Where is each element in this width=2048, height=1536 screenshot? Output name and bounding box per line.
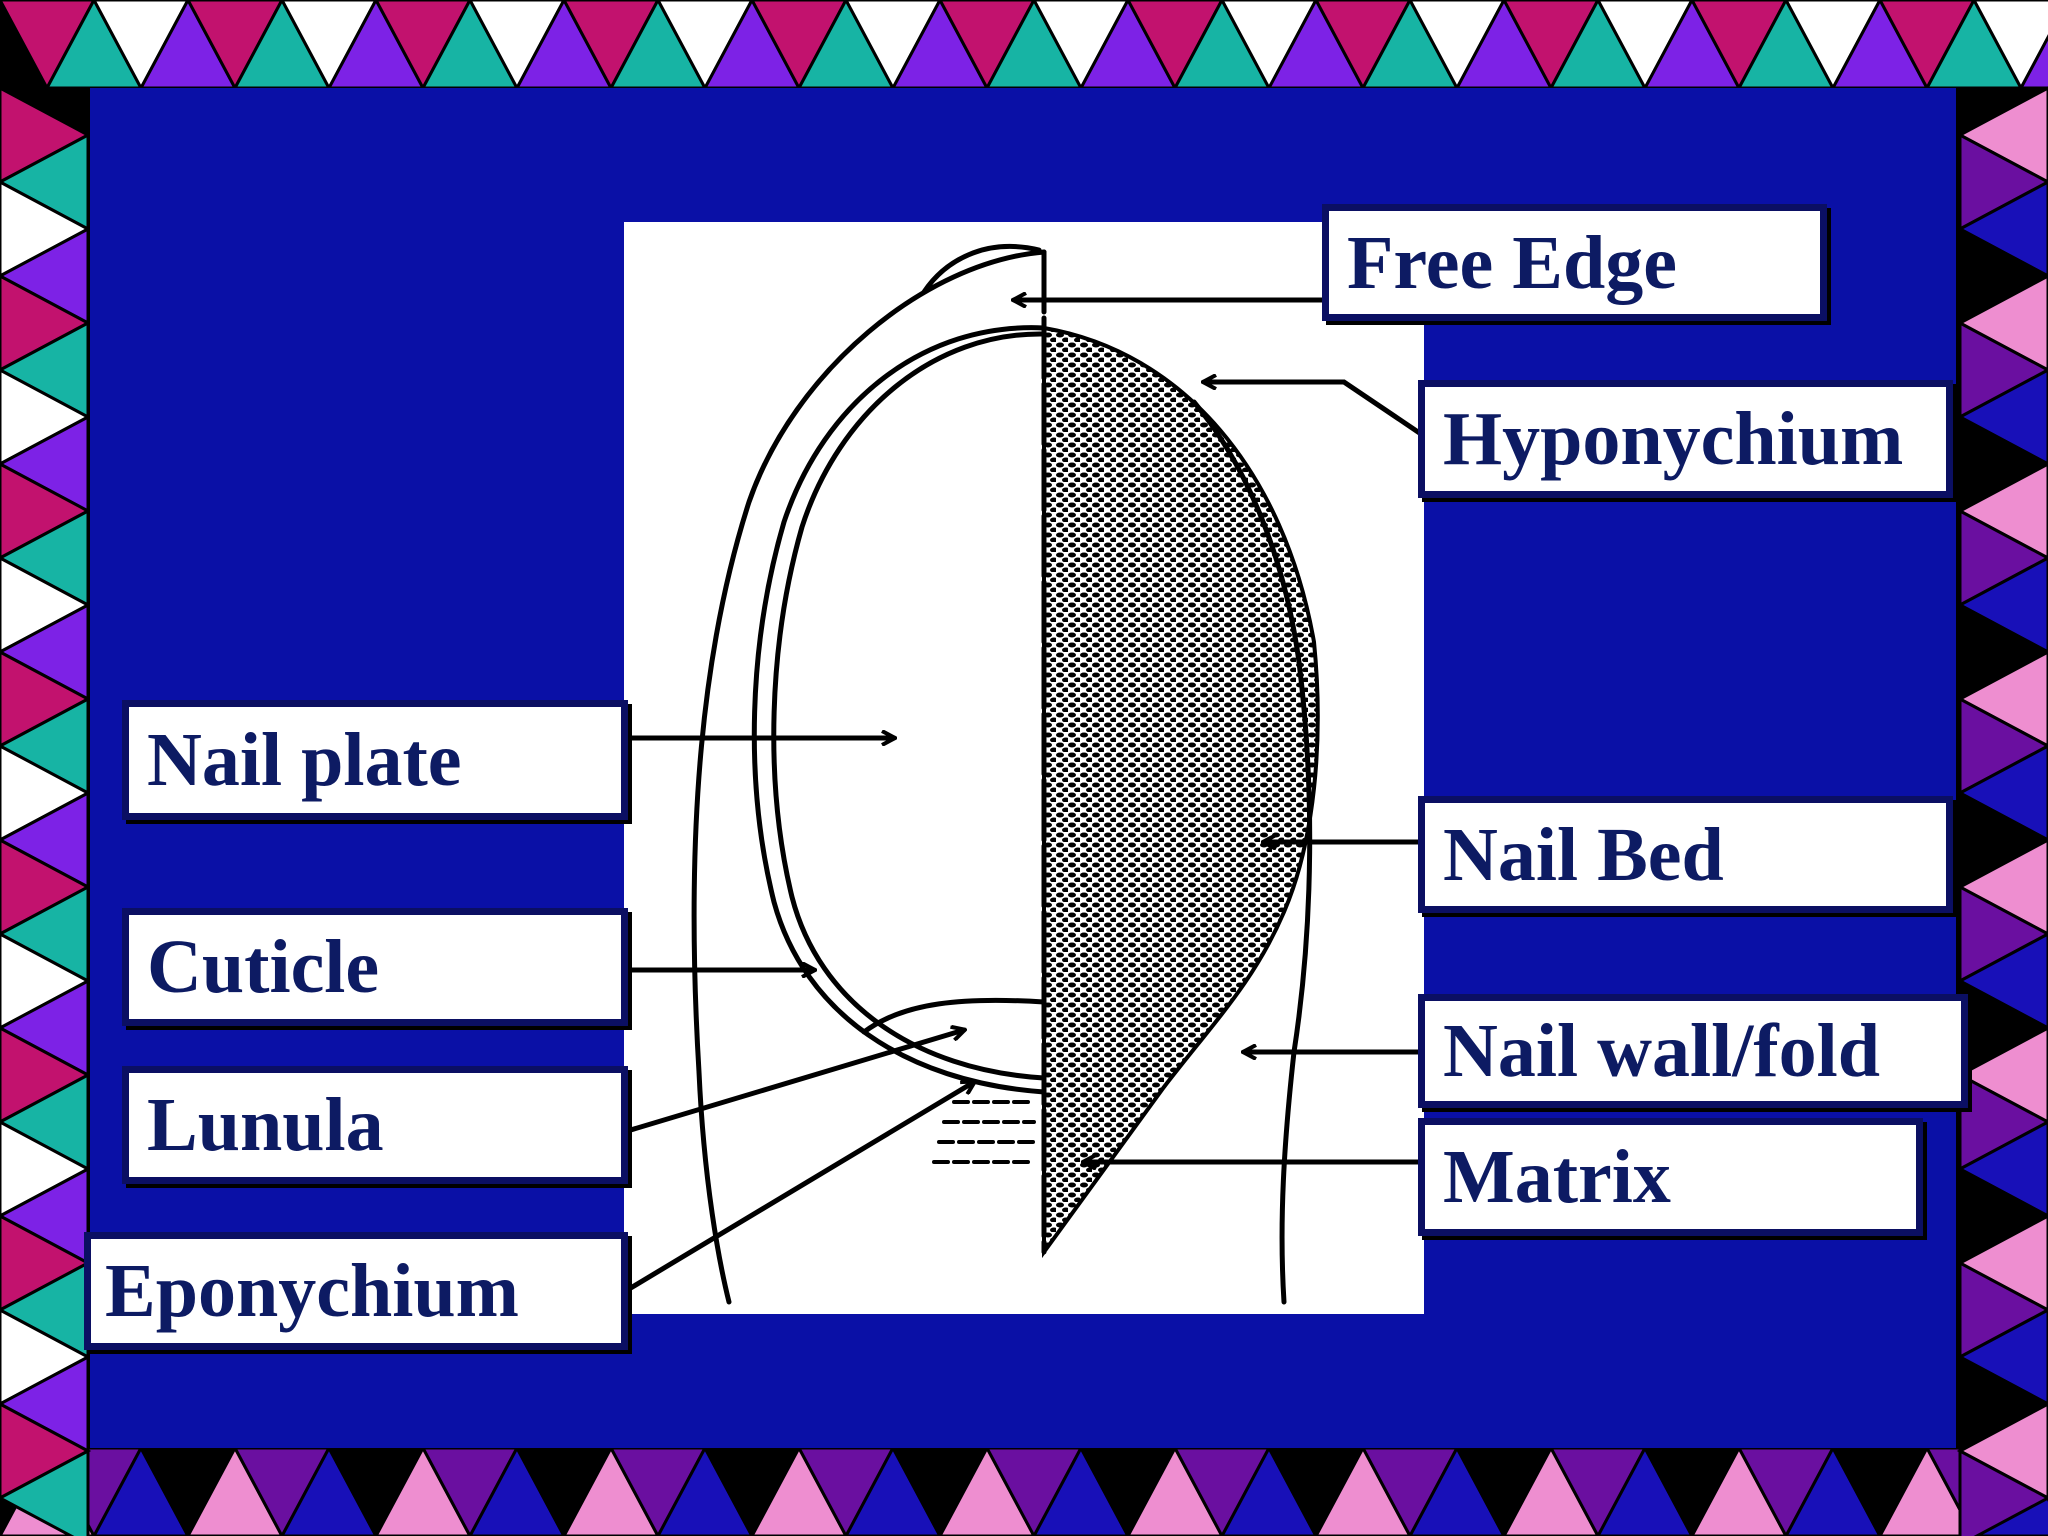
nail-diagram-figure xyxy=(624,222,1424,1314)
lunula-label: Lunula xyxy=(122,1066,628,1184)
lunula-curve xyxy=(861,997,1047,1035)
free-edge-label: Free Edge xyxy=(1322,204,1827,321)
nail-bed-shading xyxy=(1042,325,1320,1259)
cuticle-label: Cuticle xyxy=(122,908,628,1026)
eponychium-label: Eponychium xyxy=(84,1232,628,1350)
nail-wall-fold-label: Nail wall/fold xyxy=(1418,994,1968,1108)
nail-anatomy-drawing xyxy=(624,244,1424,1305)
nail-bed-label: Nail Bed xyxy=(1418,796,1953,913)
border-triangle xyxy=(2018,34,2048,90)
nail-plate-label: Nail plate xyxy=(122,700,628,820)
nail-plate-outline xyxy=(751,325,1047,1095)
border-triangle xyxy=(1958,1448,2048,1536)
border-triangle xyxy=(0,1448,90,1536)
matrix-label: Matrix xyxy=(1418,1118,1923,1236)
hyponychium-label: Hyponychium xyxy=(1418,380,1953,498)
finger-outline xyxy=(691,249,1047,1305)
